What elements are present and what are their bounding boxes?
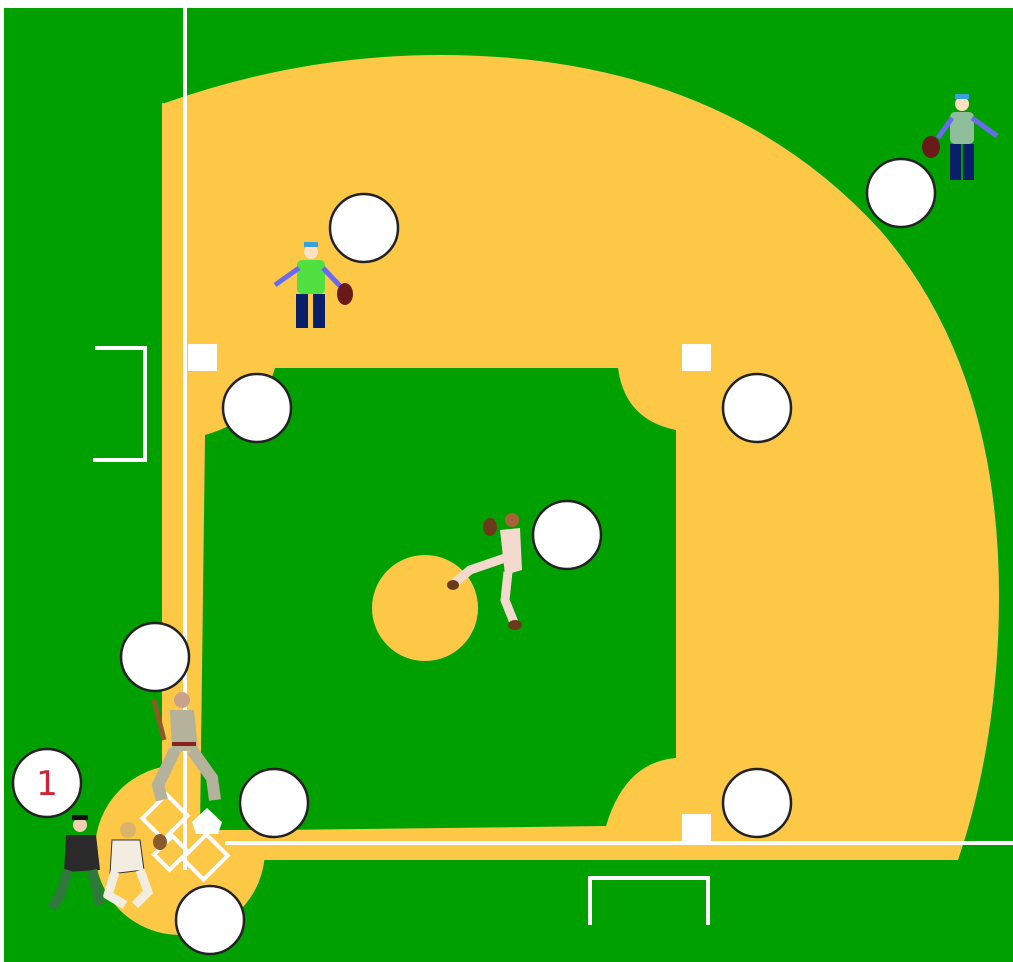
slot-pitcher[interactable]	[533, 501, 601, 569]
slot-circle[interactable]	[867, 159, 935, 227]
slot-umpire[interactable]: 1	[13, 749, 81, 817]
first-base-bag	[682, 814, 711, 841]
top-border	[0, 0, 1013, 8]
slot-circle[interactable]	[723, 374, 791, 442]
slot-catcher[interactable]	[176, 886, 244, 954]
left-border	[0, 0, 4, 962]
slot-circle[interactable]	[121, 623, 189, 691]
third-base-bag	[188, 344, 217, 371]
slot-circle[interactable]	[223, 374, 291, 442]
slot-circle[interactable]	[240, 769, 308, 837]
slot-label: 1	[36, 764, 58, 804]
slot-first-base[interactable]	[723, 374, 791, 442]
slot-circle[interactable]	[176, 886, 244, 954]
slot-circle[interactable]	[723, 769, 791, 837]
slot-circle[interactable]	[533, 501, 601, 569]
slot-third-base[interactable]	[223, 374, 291, 442]
slot-batter-box-top[interactable]	[121, 623, 189, 691]
slot-home-left[interactable]	[240, 769, 308, 837]
slot-right-field[interactable]	[867, 159, 935, 227]
slot-circle[interactable]	[330, 194, 398, 262]
slot-left-field[interactable]	[330, 194, 398, 262]
second-base-bag	[682, 344, 711, 371]
slot-home-right[interactable]	[723, 769, 791, 837]
